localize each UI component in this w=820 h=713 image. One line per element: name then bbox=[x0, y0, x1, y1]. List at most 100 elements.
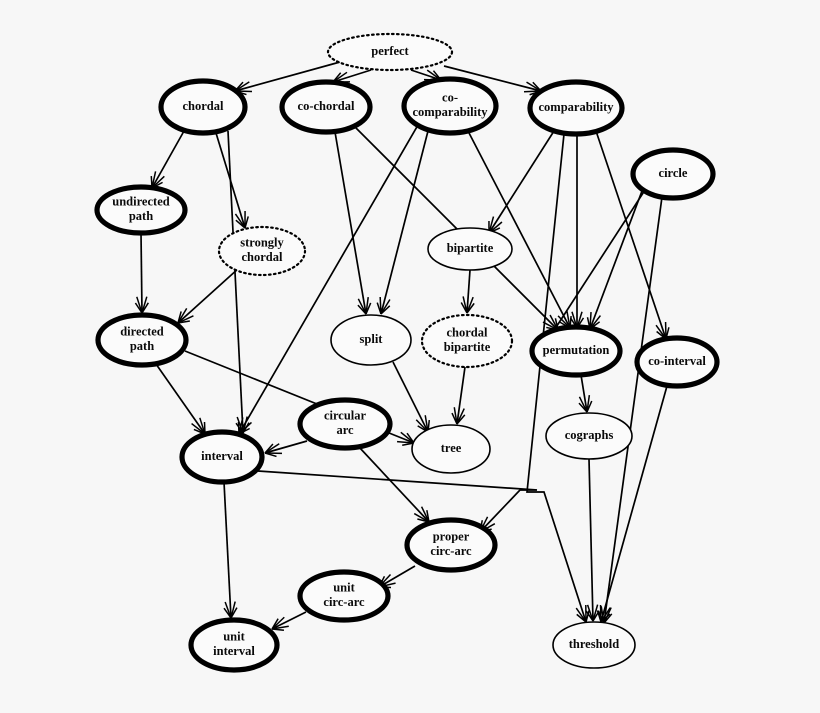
edge-line bbox=[352, 124, 559, 331]
node-circle[interactable]: circle bbox=[630, 147, 716, 201]
edge-line bbox=[238, 124, 419, 435]
edge-chordal-bipartite-tree bbox=[451, 366, 466, 425]
arrowhead-barb bbox=[466, 302, 475, 314]
arrowhead-barb bbox=[177, 320, 190, 324]
node-co-comparability[interactable]: co-comparability bbox=[401, 76, 499, 136]
arrowhead-barb bbox=[576, 613, 587, 623]
node-co-chordal[interactable]: co-chordal bbox=[279, 79, 373, 135]
node-outline bbox=[420, 313, 514, 369]
arrowhead-barb bbox=[456, 408, 465, 425]
node-interval[interactable]: interval bbox=[179, 429, 265, 485]
arrowhead-barb bbox=[141, 296, 148, 314]
edge-line bbox=[466, 269, 471, 314]
edge-line bbox=[140, 232, 143, 314]
arrowhead-barb bbox=[406, 432, 415, 444]
edge-line bbox=[488, 130, 555, 234]
edge-line bbox=[264, 440, 308, 454]
node-outline bbox=[545, 412, 633, 460]
node-outline bbox=[158, 78, 248, 136]
arrowhead-barb bbox=[451, 412, 458, 425]
edge-interval-unit-interval bbox=[223, 481, 238, 619]
edge-line bbox=[588, 458, 594, 622]
arrowhead-barb bbox=[379, 296, 382, 315]
arrowhead-barb bbox=[575, 607, 587, 623]
edge-line bbox=[177, 267, 240, 324]
node-outline bbox=[552, 621, 636, 669]
arrowhead-barb bbox=[585, 610, 594, 622]
node-cographs[interactable]: cographs bbox=[545, 412, 633, 460]
node-outline bbox=[279, 79, 373, 135]
edge-line bbox=[589, 190, 643, 330]
edge-line bbox=[358, 446, 430, 523]
node-co-interval[interactable]: co-interval bbox=[634, 335, 720, 389]
edge-line bbox=[334, 131, 367, 315]
arrowhead-barb bbox=[585, 610, 590, 623]
edge-line bbox=[223, 481, 232, 619]
node-comparability[interactable]: comparability bbox=[527, 79, 625, 137]
edge-line bbox=[392, 361, 429, 433]
arrowhead-barb bbox=[244, 216, 249, 229]
arrowhead-barb bbox=[453, 407, 458, 425]
edge-circular-arc-proper-circ-arc bbox=[358, 446, 430, 523]
arrowhead-barb bbox=[586, 400, 593, 413]
edge-co-chordal-split bbox=[334, 131, 372, 315]
arrowhead-barb bbox=[357, 298, 367, 315]
arrowhead-barb bbox=[420, 506, 430, 523]
edge-line bbox=[600, 385, 668, 623]
edge-line bbox=[539, 189, 646, 353]
node-permutation[interactable]: permutation bbox=[529, 324, 623, 378]
arrowhead-barb bbox=[223, 607, 232, 619]
arrowhead-barb bbox=[357, 304, 367, 315]
node-outline bbox=[634, 335, 720, 389]
edges-layer bbox=[134, 61, 670, 632]
edge-line bbox=[227, 130, 244, 434]
node-perfect[interactable]: perfect bbox=[326, 32, 454, 72]
arrowhead-barb bbox=[264, 443, 280, 454]
arrowhead-barb bbox=[199, 417, 206, 435]
node-outline bbox=[188, 617, 280, 673]
edge-line bbox=[526, 133, 587, 623]
edge-cographs-threshold bbox=[585, 458, 600, 622]
arrowhead-barb bbox=[526, 81, 542, 92]
node-bipartite[interactable]: bipartite bbox=[427, 227, 513, 271]
arrowhead-barb bbox=[177, 315, 194, 324]
node-split[interactable]: split bbox=[330, 314, 412, 366]
arrowhead-barb bbox=[466, 296, 474, 314]
node-tree[interactable]: tree bbox=[411, 424, 491, 474]
arrowhead-barb bbox=[578, 402, 588, 413]
node-outline bbox=[401, 76, 499, 136]
node-outline bbox=[326, 32, 454, 72]
node-outline bbox=[330, 314, 412, 366]
node-outline bbox=[297, 397, 393, 451]
arrowhead-barb bbox=[177, 311, 182, 324]
edge-line bbox=[467, 130, 571, 329]
edge-line bbox=[332, 69, 372, 83]
node-outline bbox=[630, 147, 716, 201]
arrowhead-barb bbox=[592, 610, 600, 622]
arrowhead-barb bbox=[238, 417, 244, 435]
node-outline bbox=[217, 225, 307, 277]
edge-circular-arc-interval bbox=[264, 440, 308, 458]
edge-line bbox=[271, 611, 307, 630]
arrowhead-barb bbox=[400, 431, 415, 444]
edge-unit-circ-arc-unit-interval bbox=[271, 611, 307, 632]
arrowhead-barb bbox=[592, 604, 599, 622]
node-threshold[interactable]: threshold bbox=[552, 621, 636, 669]
arrowhead-barb bbox=[426, 510, 430, 523]
arrowhead-barb bbox=[460, 302, 468, 314]
arrowhead-barb bbox=[264, 443, 274, 454]
arrowhead-barb bbox=[224, 601, 232, 619]
edge-line bbox=[603, 196, 663, 624]
node-chordal[interactable]: chordal bbox=[158, 78, 248, 136]
edge-undirected-path-directed-path bbox=[134, 232, 149, 314]
